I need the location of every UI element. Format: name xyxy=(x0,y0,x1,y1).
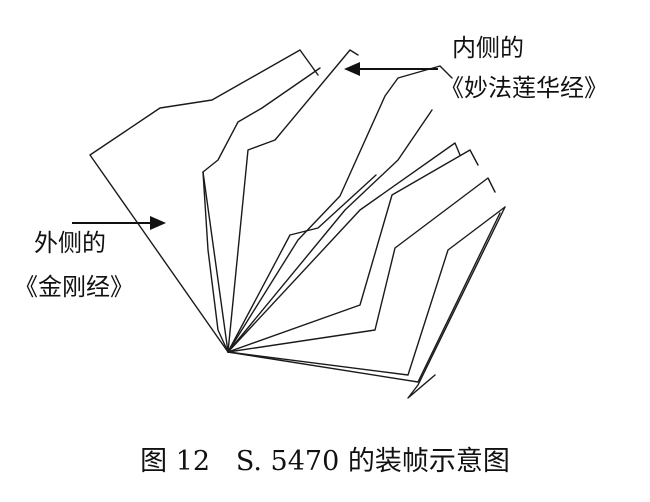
leaf-1 xyxy=(227,49,359,353)
back-cover-edge xyxy=(407,206,506,399)
inner-cover-leaf xyxy=(202,67,321,353)
figure-caption: 图 12 S. 5470 的装帧示意图 xyxy=(140,446,510,477)
inner-label-line1: 内侧的 xyxy=(452,34,524,62)
leaf-3 xyxy=(227,65,453,353)
inner-text-arrow xyxy=(344,62,438,76)
outer-cover-leaf xyxy=(89,49,319,353)
leaf-4 xyxy=(227,109,433,353)
outer-text-arrow xyxy=(72,216,166,230)
leaf-2 xyxy=(227,174,377,353)
back-cover-leaf xyxy=(227,212,501,383)
outer-label-line1: 外侧的 xyxy=(34,229,106,257)
booklet-drawing xyxy=(89,49,506,399)
leaf-6 xyxy=(227,149,479,353)
spine-fold xyxy=(202,171,229,353)
outer-label-line2: 《金刚经》 xyxy=(14,273,134,301)
leaf-8 xyxy=(227,206,506,376)
inner-label-line2: 《妙法莲华经》 xyxy=(440,74,608,102)
leaf-7 xyxy=(227,177,496,353)
leaf-5 xyxy=(227,142,461,353)
